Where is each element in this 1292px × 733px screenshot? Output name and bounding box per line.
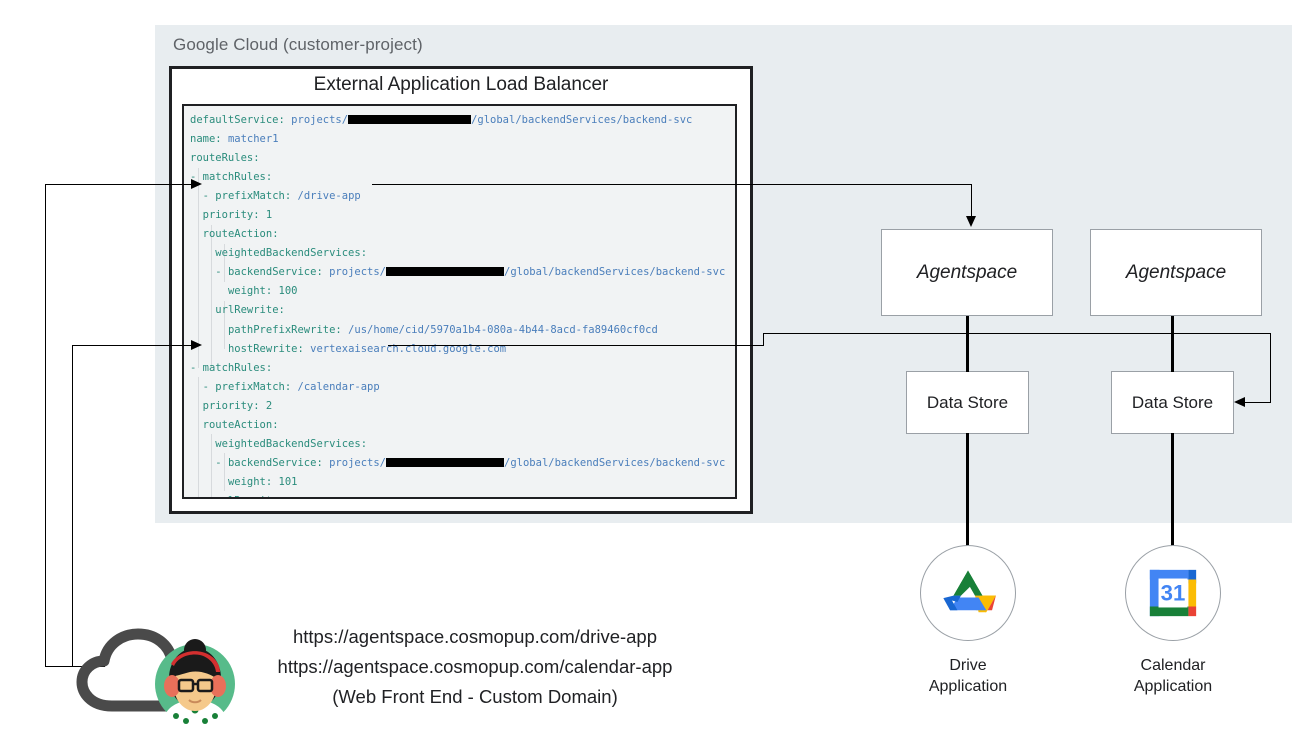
yaml-line: - matchRules: [190, 361, 273, 374]
google-drive-icon [943, 570, 996, 613]
edge-datastore-right-to-calendar-app [1171, 433, 1174, 546]
url-calendar-app[interactable]: https://agentspace.cosmopup.com/calendar… [277, 656, 673, 677]
edge-datastore-left-to-drive-app [966, 433, 969, 546]
front-end-note: (Web Front End - Custom Domain) [332, 686, 618, 707]
google-cloud-panel-label: Google Cloud (customer-project) [173, 35, 423, 54]
yaml-line: urlRewrite: [190, 492, 725, 497]
url-map-yaml-block[interactable]: defaultService: projects//global/backend… [182, 104, 737, 499]
edge-agentspace-right-to-datastore [1171, 316, 1174, 372]
yaml-line: weightedBackendServices: [215, 437, 368, 450]
edge-frontend-calendar-h1 [72, 345, 195, 346]
edge-drive-app-h1 [372, 184, 972, 185]
avatar [155, 639, 235, 727]
yaml-line: weight: 101 [227, 475, 298, 488]
edge-drive-app-arrowhead [966, 216, 976, 227]
yaml-line: hostRewrite: vertexaisearch.cloud.google… [227, 342, 507, 355]
redacted-project-id [386, 267, 505, 277]
drive-app-circle[interactable] [920, 545, 1016, 641]
yaml-lines: defaultService: projects//global/backend… [190, 111, 726, 497]
yaml-line: - matchRules: [190, 171, 273, 184]
edge-frontend-base-h [45, 666, 105, 667]
edge-frontend-calendar-arrowhead [191, 340, 202, 350]
calendar-day-number: 31 [1161, 581, 1186, 606]
yaml-line: pathPrefixRewrite: /us/home/cid/5970a1b4… [227, 323, 658, 336]
edge-agentspace-left-to-datastore [966, 316, 969, 372]
edge-calendar-app-h3 [1245, 402, 1271, 403]
edge-frontend-drive-v [45, 184, 46, 666]
calendar-app-caption: Calendar Application [1133, 657, 1213, 695]
edge-frontend-calendar-v [72, 345, 73, 666]
yaml-line: - backendService: projects//global/backe… [215, 266, 726, 279]
edge-calendar-app-h2 [763, 333, 1271, 334]
cloud-user-icon [72, 618, 247, 728]
agentspace-box-right[interactable]: Agentspace [1090, 229, 1262, 316]
yaml-line: name: matcher1 [190, 133, 279, 146]
load-balancer-title: External Application Load Balancer [313, 74, 609, 95]
url-drive-app[interactable]: https://agentspace.cosmopup.com/drive-ap… [292, 626, 658, 647]
google-calendar-icon: 31 [1149, 569, 1197, 617]
edge-frontend-drive-arrowhead [191, 179, 202, 189]
yaml-line: - backendService: projects//global/backe… [215, 456, 726, 469]
yaml-line: routeAction: [202, 228, 279, 241]
yaml-line: weight: 100 [227, 285, 298, 298]
agentspace-box-left[interactable]: Agentspace [881, 229, 1053, 316]
edge-drive-app-v1 [971, 184, 972, 218]
yaml-line: weightedBackendServices: [215, 247, 368, 260]
yaml-line: routeAction: [202, 418, 279, 431]
edge-calendar-app-arrowhead [1234, 397, 1245, 407]
redacted-project-id [348, 115, 472, 124]
yaml-line: priority: 2 [202, 399, 273, 412]
yaml-line: - prefixMatch: /calendar-app [202, 380, 380, 393]
calendar-app-circle[interactable]: 31 [1125, 545, 1221, 641]
data-store-box-left[interactable]: Data Store [906, 371, 1029, 434]
data-store-box-right[interactable]: Data Store [1111, 371, 1234, 434]
yaml-line: urlRewrite: [215, 304, 285, 317]
yaml-line: defaultService: projects//global/backend… [190, 114, 693, 126]
front-end-urls: https://agentspace.cosmopup.com/drive-ap… [255, 622, 695, 712]
yaml-line: priority: 1 [202, 209, 273, 222]
yaml-line: - prefixMatch: /drive-app [202, 190, 361, 203]
edge-calendar-app-h1 [388, 345, 764, 346]
redacted-project-id [386, 457, 505, 467]
drive-app-caption: Drive Application [928, 657, 1008, 695]
yaml-line: routeRules: [190, 152, 260, 165]
edge-calendar-app-v2 [1270, 333, 1271, 403]
edge-calendar-app-v1 [763, 333, 764, 346]
edge-frontend-drive-h1 [45, 184, 195, 185]
